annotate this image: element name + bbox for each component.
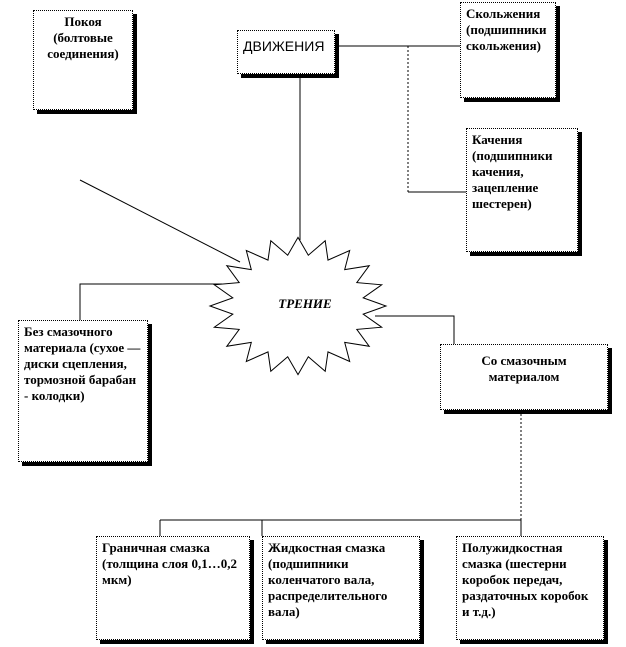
line-friction-nolube <box>79 283 222 320</box>
node-semi-liquid: Полужидкостная смазка (шестерни коробок … <box>456 536 604 640</box>
node-liquid: Жидкостная смазка (подшипники коленчатог… <box>262 536 420 640</box>
node-rest: Покоя (болтовые соединения) <box>33 10 133 110</box>
friction-label: ТРЕНИЕ <box>278 296 332 311</box>
node-rolling: Качения (подшипники качения, зацепление … <box>466 128 578 252</box>
node-no-lube: Без смазочного материала (сухое — диски … <box>18 320 148 462</box>
line-friction-withlube <box>375 315 455 344</box>
node-motion: ДВИЖЕНИЯ <box>237 30 335 74</box>
friction-star <box>208 236 388 376</box>
node-with-lube: Со смазочным материалом <box>440 344 608 410</box>
node-boundary: Граничная смазка (толщина слоя 0,1…0,2 м… <box>96 536 250 640</box>
line-rest-friction <box>79 179 241 263</box>
node-sliding: Скольжения (подшипники скольжения) <box>460 2 556 98</box>
